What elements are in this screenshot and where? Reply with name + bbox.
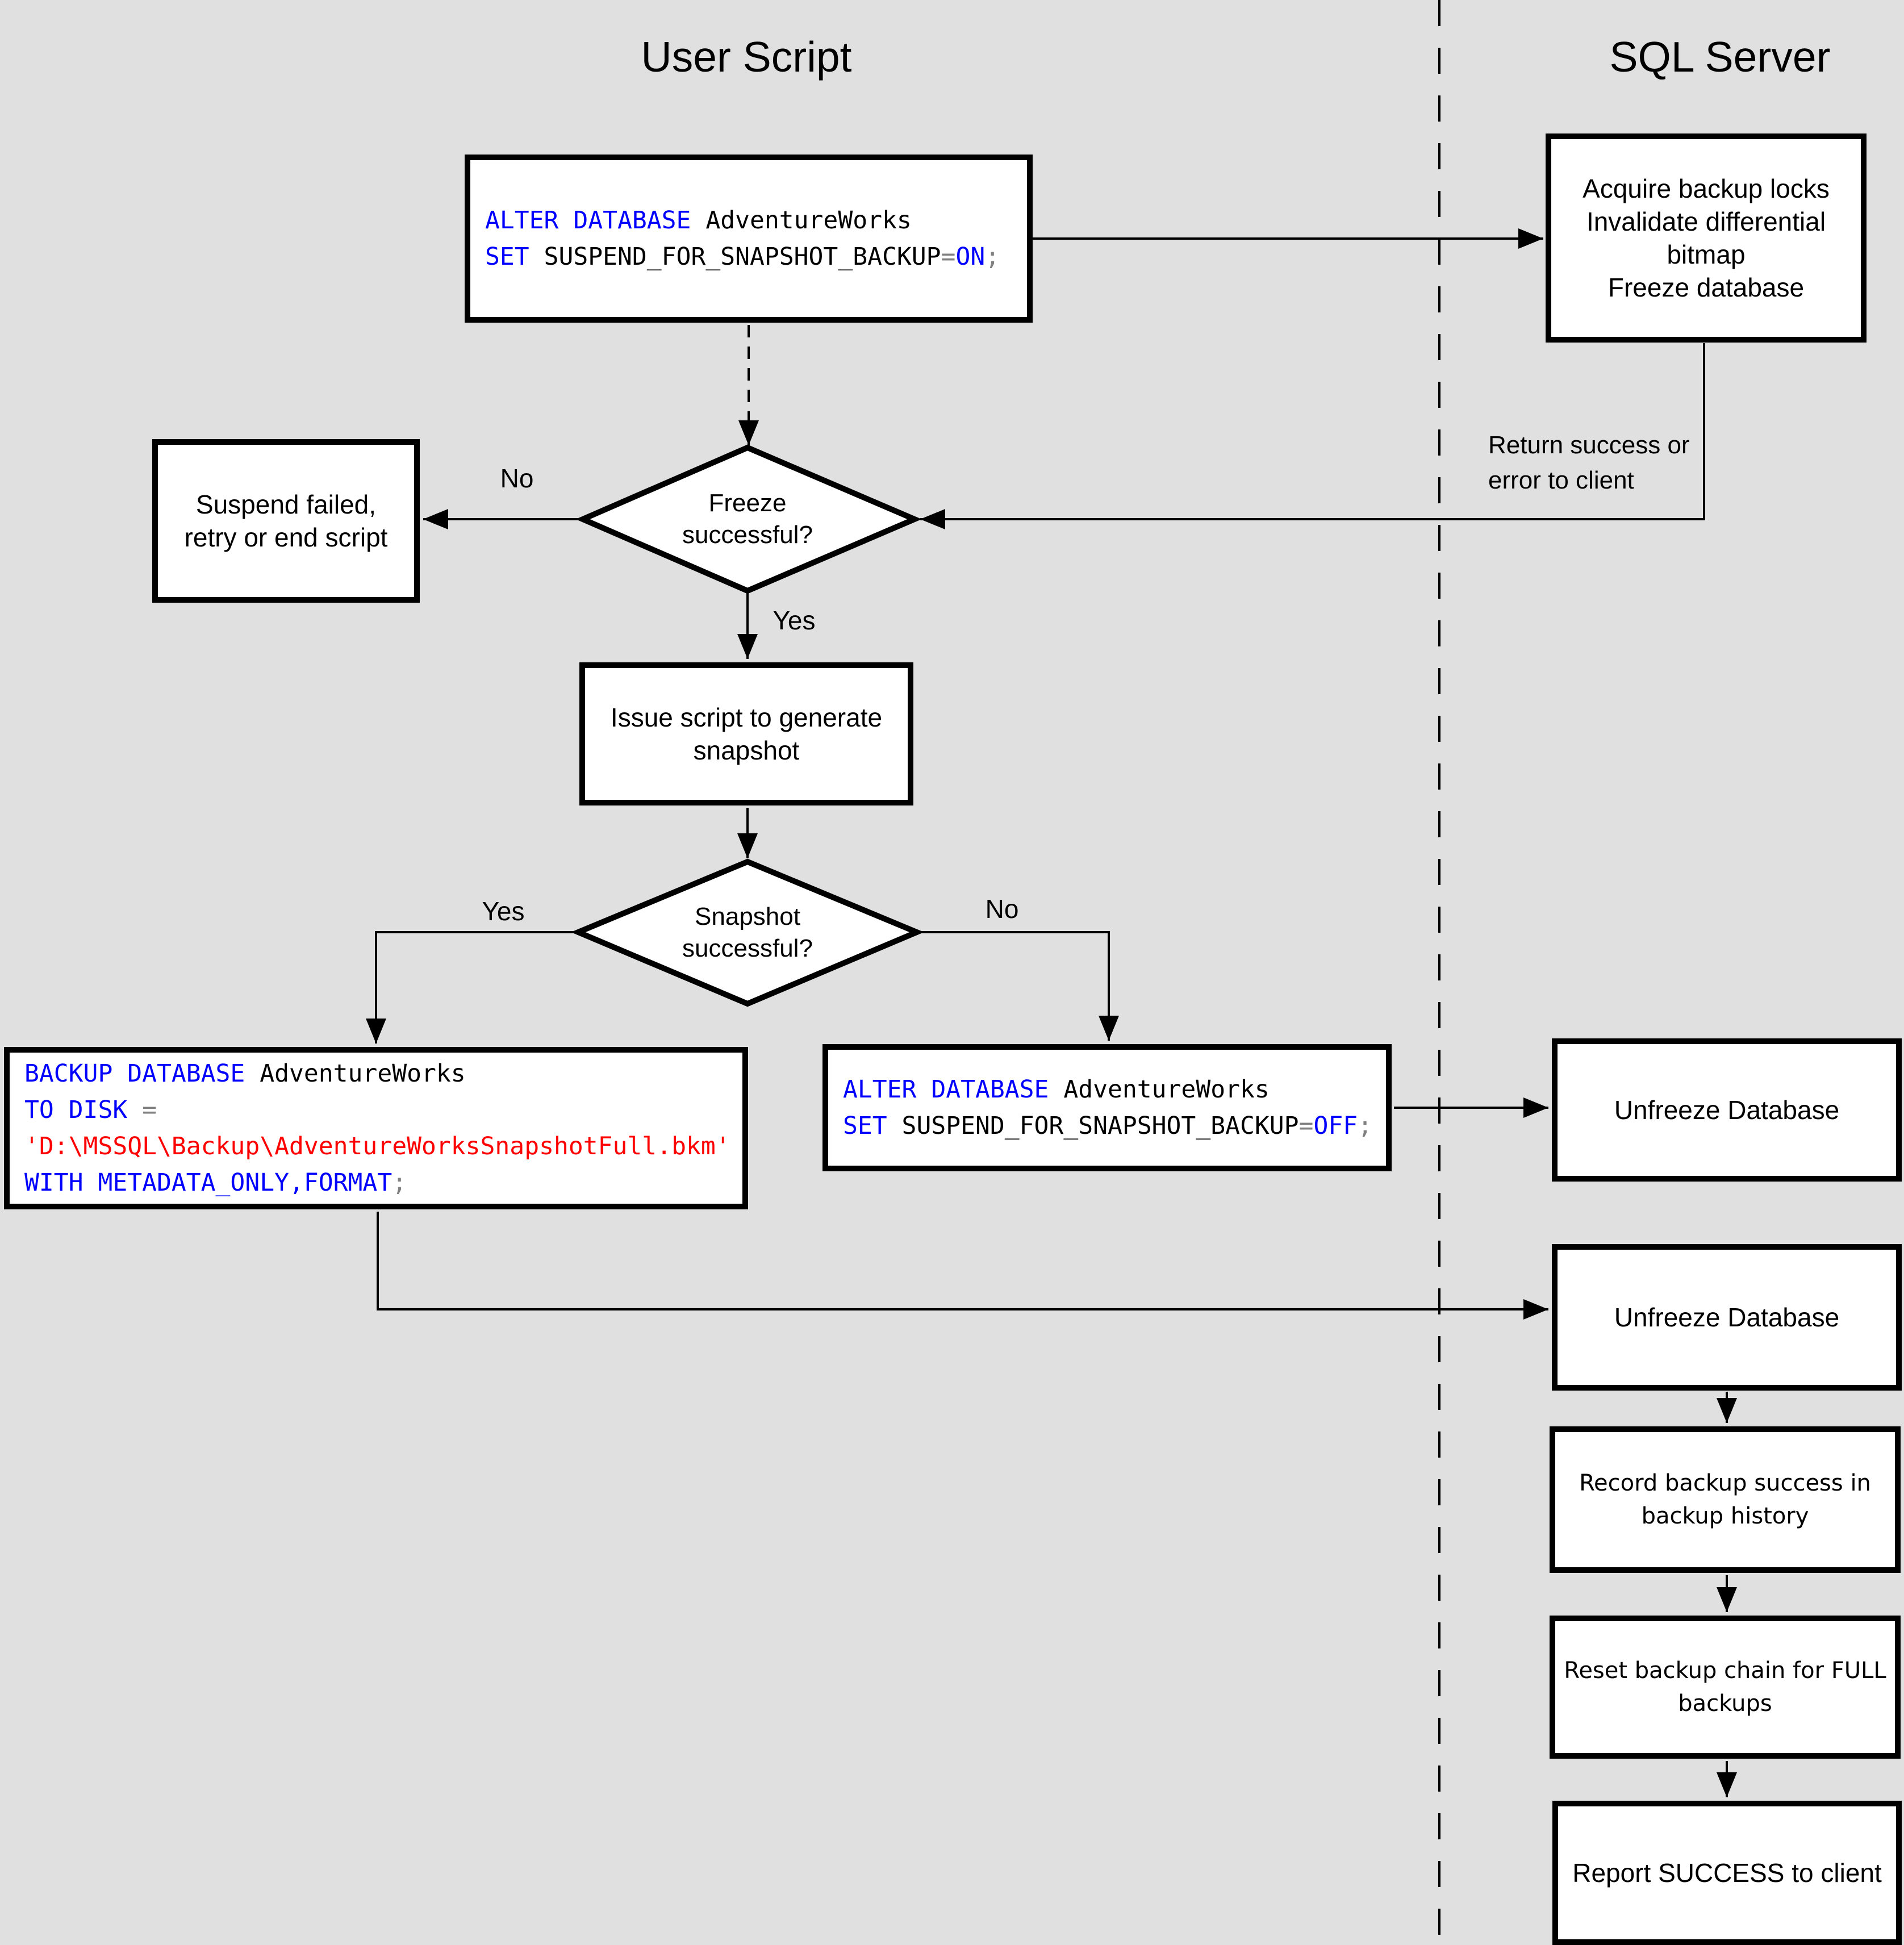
arrow-return-status-to-freeze-decision (920, 343, 1705, 529)
edge-label-snapshot-no: No (985, 894, 1019, 924)
edge-label-freeze-no: No (500, 464, 534, 493)
arrow-backup-to-unfreeze2 (377, 1212, 1548, 1320)
node-suspend-failed: Suspend failed,retry or end script (152, 439, 420, 603)
node-unfreeze-database-1: Unfreeze Database (1552, 1038, 1902, 1182)
column-title-user-script: User Script (641, 33, 852, 81)
decision-snapshot-shape (571, 858, 924, 1007)
node-unfreeze-database-2: Unfreeze Database (1552, 1244, 1902, 1391)
edge-label-snapshot-yes: Yes (482, 896, 525, 926)
node-report-success: Report SUCCESS to client (1552, 1801, 1902, 1945)
decision-freeze-shape (575, 444, 922, 594)
column-title-sql-server: SQL Server (1609, 33, 1831, 81)
arrow-snapshot-no-to-sqloff (917, 931, 1119, 1041)
arrow-snapshot-yes-to-backup (366, 931, 578, 1044)
edge-label-freeze-yes: Yes (773, 606, 816, 635)
